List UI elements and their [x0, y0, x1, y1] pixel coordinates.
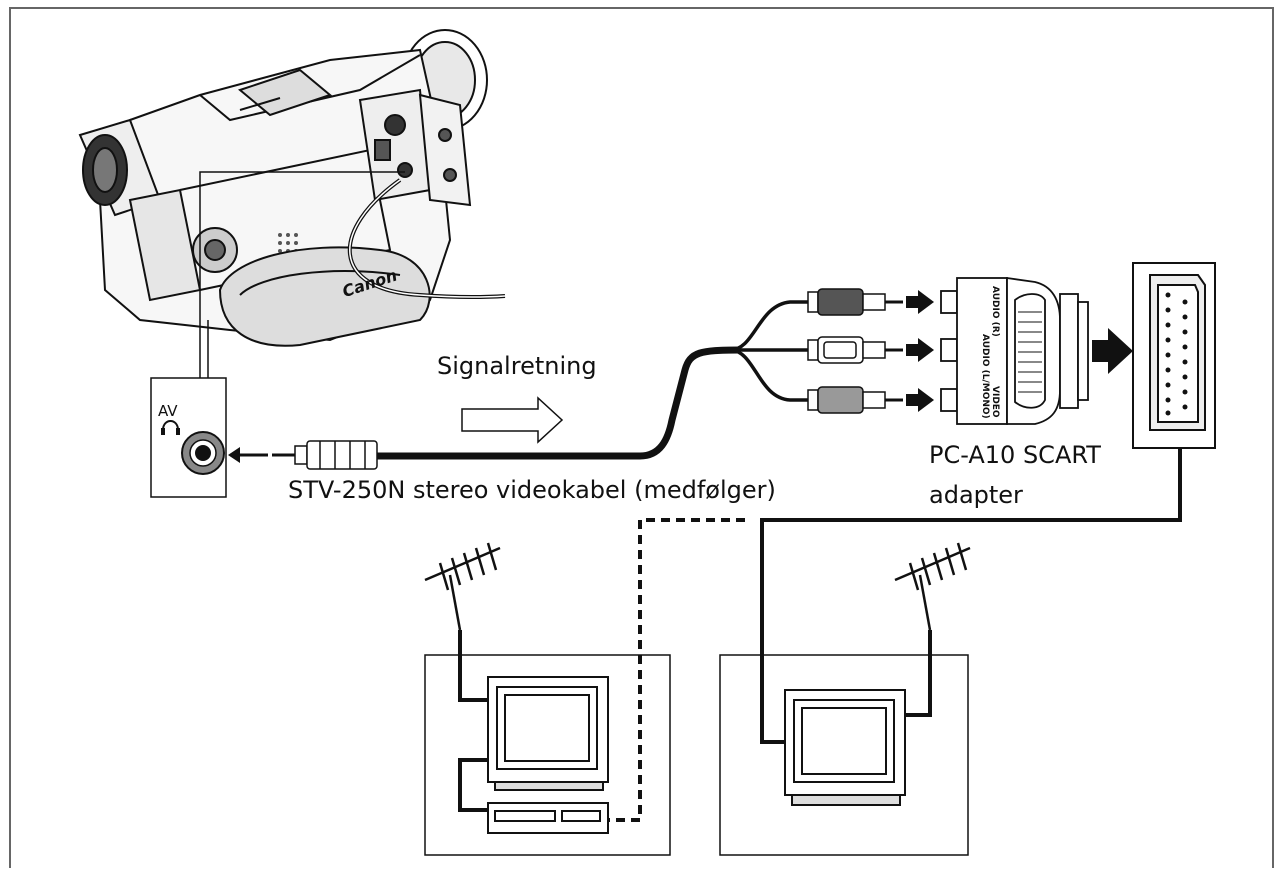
antenna-icon — [894, 542, 971, 631]
cable-branch-bot — [729, 348, 808, 402]
cable-branch-top — [729, 300, 808, 352]
scart-adapter-icon — [940, 276, 1089, 425]
av-jack-label: AV — [158, 402, 178, 420]
rca-plug-video — [807, 386, 903, 414]
signal-direction-label: Signalretning — [437, 352, 597, 380]
adapter-port-audio-r: AUDIO (R) — [990, 286, 1000, 337]
frame — [9, 7, 1274, 868]
signal-direction-arrow — [461, 396, 564, 444]
adapter-label-line1: PC-A10 SCART — [929, 441, 1101, 469]
scart-socket-icon — [1132, 262, 1216, 449]
tv-icon — [784, 689, 906, 806]
adapter-port-video: VIDEO — [990, 386, 1000, 418]
adapter-label-line2: adapter — [929, 481, 1023, 509]
main-cable — [377, 346, 741, 460]
headphone-icon — [161, 420, 180, 435]
antenna-cable — [458, 630, 488, 702]
antenna-cable — [905, 630, 932, 717]
av-jack-socket — [181, 431, 225, 475]
callout-leader — [199, 171, 405, 378]
rca-plug-audio-r — [807, 288, 903, 316]
tv-to-vcr-line — [458, 758, 488, 812]
vcr-icon — [487, 802, 609, 834]
rca-plug-audio-l — [807, 336, 903, 364]
antenna-icon — [424, 542, 501, 631]
mini-plug-icon — [272, 440, 378, 470]
right-tv-box — [719, 654, 969, 856]
arrow-icon — [906, 290, 934, 412]
adapter-port-audio-l: AUDIO (L/MONO) — [980, 334, 990, 419]
scart-to-vcr-dashed — [608, 518, 745, 822]
arrow-icon — [1092, 328, 1133, 374]
cable-label: STV-250N stereo videokabel (medfølger) — [288, 476, 776, 504]
left-tv-box — [424, 654, 671, 856]
tv-icon — [487, 676, 609, 791]
camcorder-icon — [78, 29, 488, 347]
scart-to-tv-line — [760, 448, 1182, 744]
